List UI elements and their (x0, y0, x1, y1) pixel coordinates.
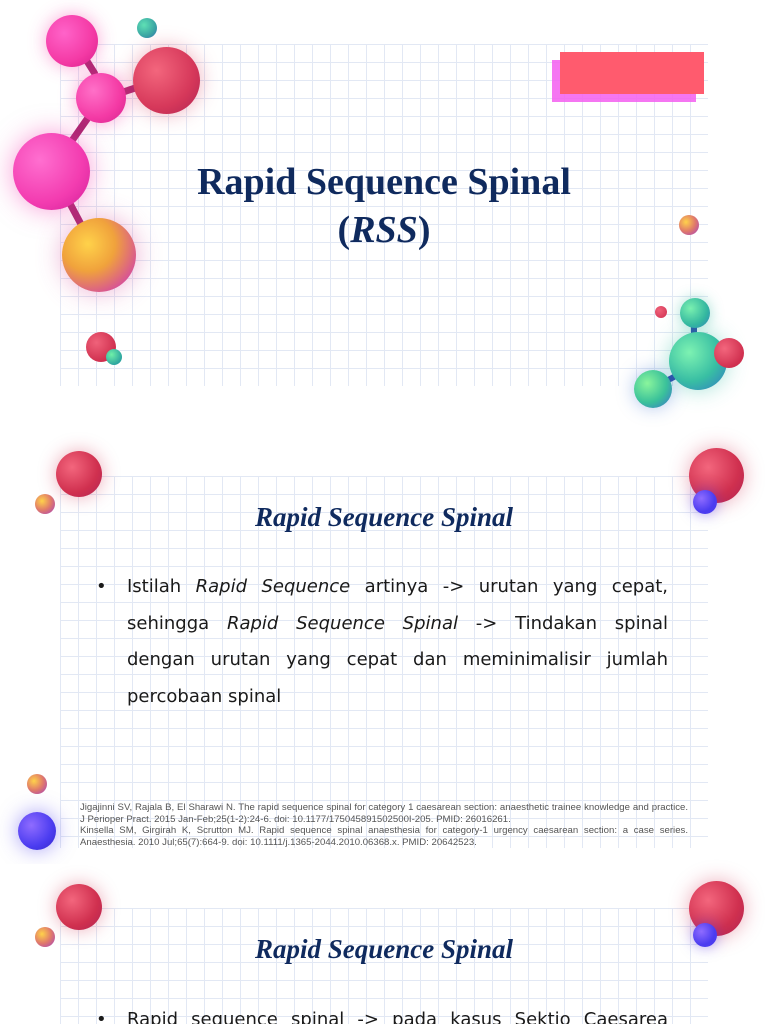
bullet-item: • Rapid sequence spinal -> pada kasus Se… (96, 1002, 668, 1024)
slide-heading: Rapid Sequence Spinal (254, 502, 514, 532)
bullet-dot: • (96, 1009, 107, 1024)
decorative-sphere (35, 494, 55, 514)
bullet-text-emphasis: Rapid Sequence Spinal (226, 612, 458, 634)
molecule-sphere (680, 298, 710, 328)
molecule-sphere (62, 218, 136, 292)
title-line-1: Rapid Sequence Spinal (197, 161, 571, 203)
slide-context: Rapid Sequence Spinal • Rapid sequence s… (0, 864, 768, 1024)
slide-title: Rapid Sequence Spinal (RSS) (0, 0, 768, 410)
decorative-sphere (693, 923, 717, 947)
slide-title-heading: Rapid Sequence Spinal (RSS) (0, 158, 768, 254)
bullet-text-emphasis: Rapid Sequence (195, 576, 351, 597)
molecule-sphere (634, 370, 672, 408)
molecule-sphere (76, 73, 126, 123)
accent-rect (560, 52, 704, 94)
decorative-sphere (35, 927, 55, 947)
decorative-sphere (56, 451, 102, 497)
decorative-sphere (27, 774, 47, 794)
molecule-sphere (13, 133, 90, 210)
bullet-text-part: Istilah (127, 576, 196, 597)
bullet-dot: • (96, 576, 107, 597)
bullet-text-part: artinya -> urutan yang cepat, sehingga (127, 576, 669, 634)
decorative-sphere (18, 812, 56, 850)
title-paren-close: ) (417, 209, 431, 251)
title-paren-open: ( (337, 209, 351, 251)
bullet-text-part: -> Tindakan spinal dengan urutan yang ce… (127, 612, 669, 707)
reference-item: Jigajinni SV, Rajala B, El Sharawi N. Th… (80, 802, 688, 825)
molecule-sphere (106, 349, 122, 365)
molecule-sphere (133, 47, 200, 114)
reference-item: Kinsella SM, Girgirah K, Scrutton MJ. Ra… (80, 825, 688, 848)
references: Jigajinni SV, Rajala B, El Sharawi N. Th… (80, 802, 688, 848)
molecule-sphere (714, 338, 744, 368)
bullet-text: Rapid sequence spinal -> pada kasus Sekt… (127, 1009, 668, 1024)
grid-background (60, 908, 708, 1024)
title-abbreviation: RSS (350, 209, 418, 251)
molecule-sphere (137, 18, 157, 38)
slide-definition: Rapid Sequence Spinal • Istilah Rapid Se… (0, 432, 768, 864)
slide-heading: Rapid Sequence Spinal (254, 934, 514, 964)
molecule-sphere (655, 306, 667, 318)
decorative-sphere (56, 884, 102, 930)
molecule-sphere (46, 15, 98, 67)
bullet-text: Istilah Rapid Sequence artinya -> urutan… (127, 569, 668, 715)
decorative-sphere (693, 490, 717, 514)
grid-background (60, 476, 708, 848)
decorative-sphere (679, 215, 699, 235)
bullet-item: • Istilah Rapid Sequence artinya -> urut… (96, 569, 668, 715)
